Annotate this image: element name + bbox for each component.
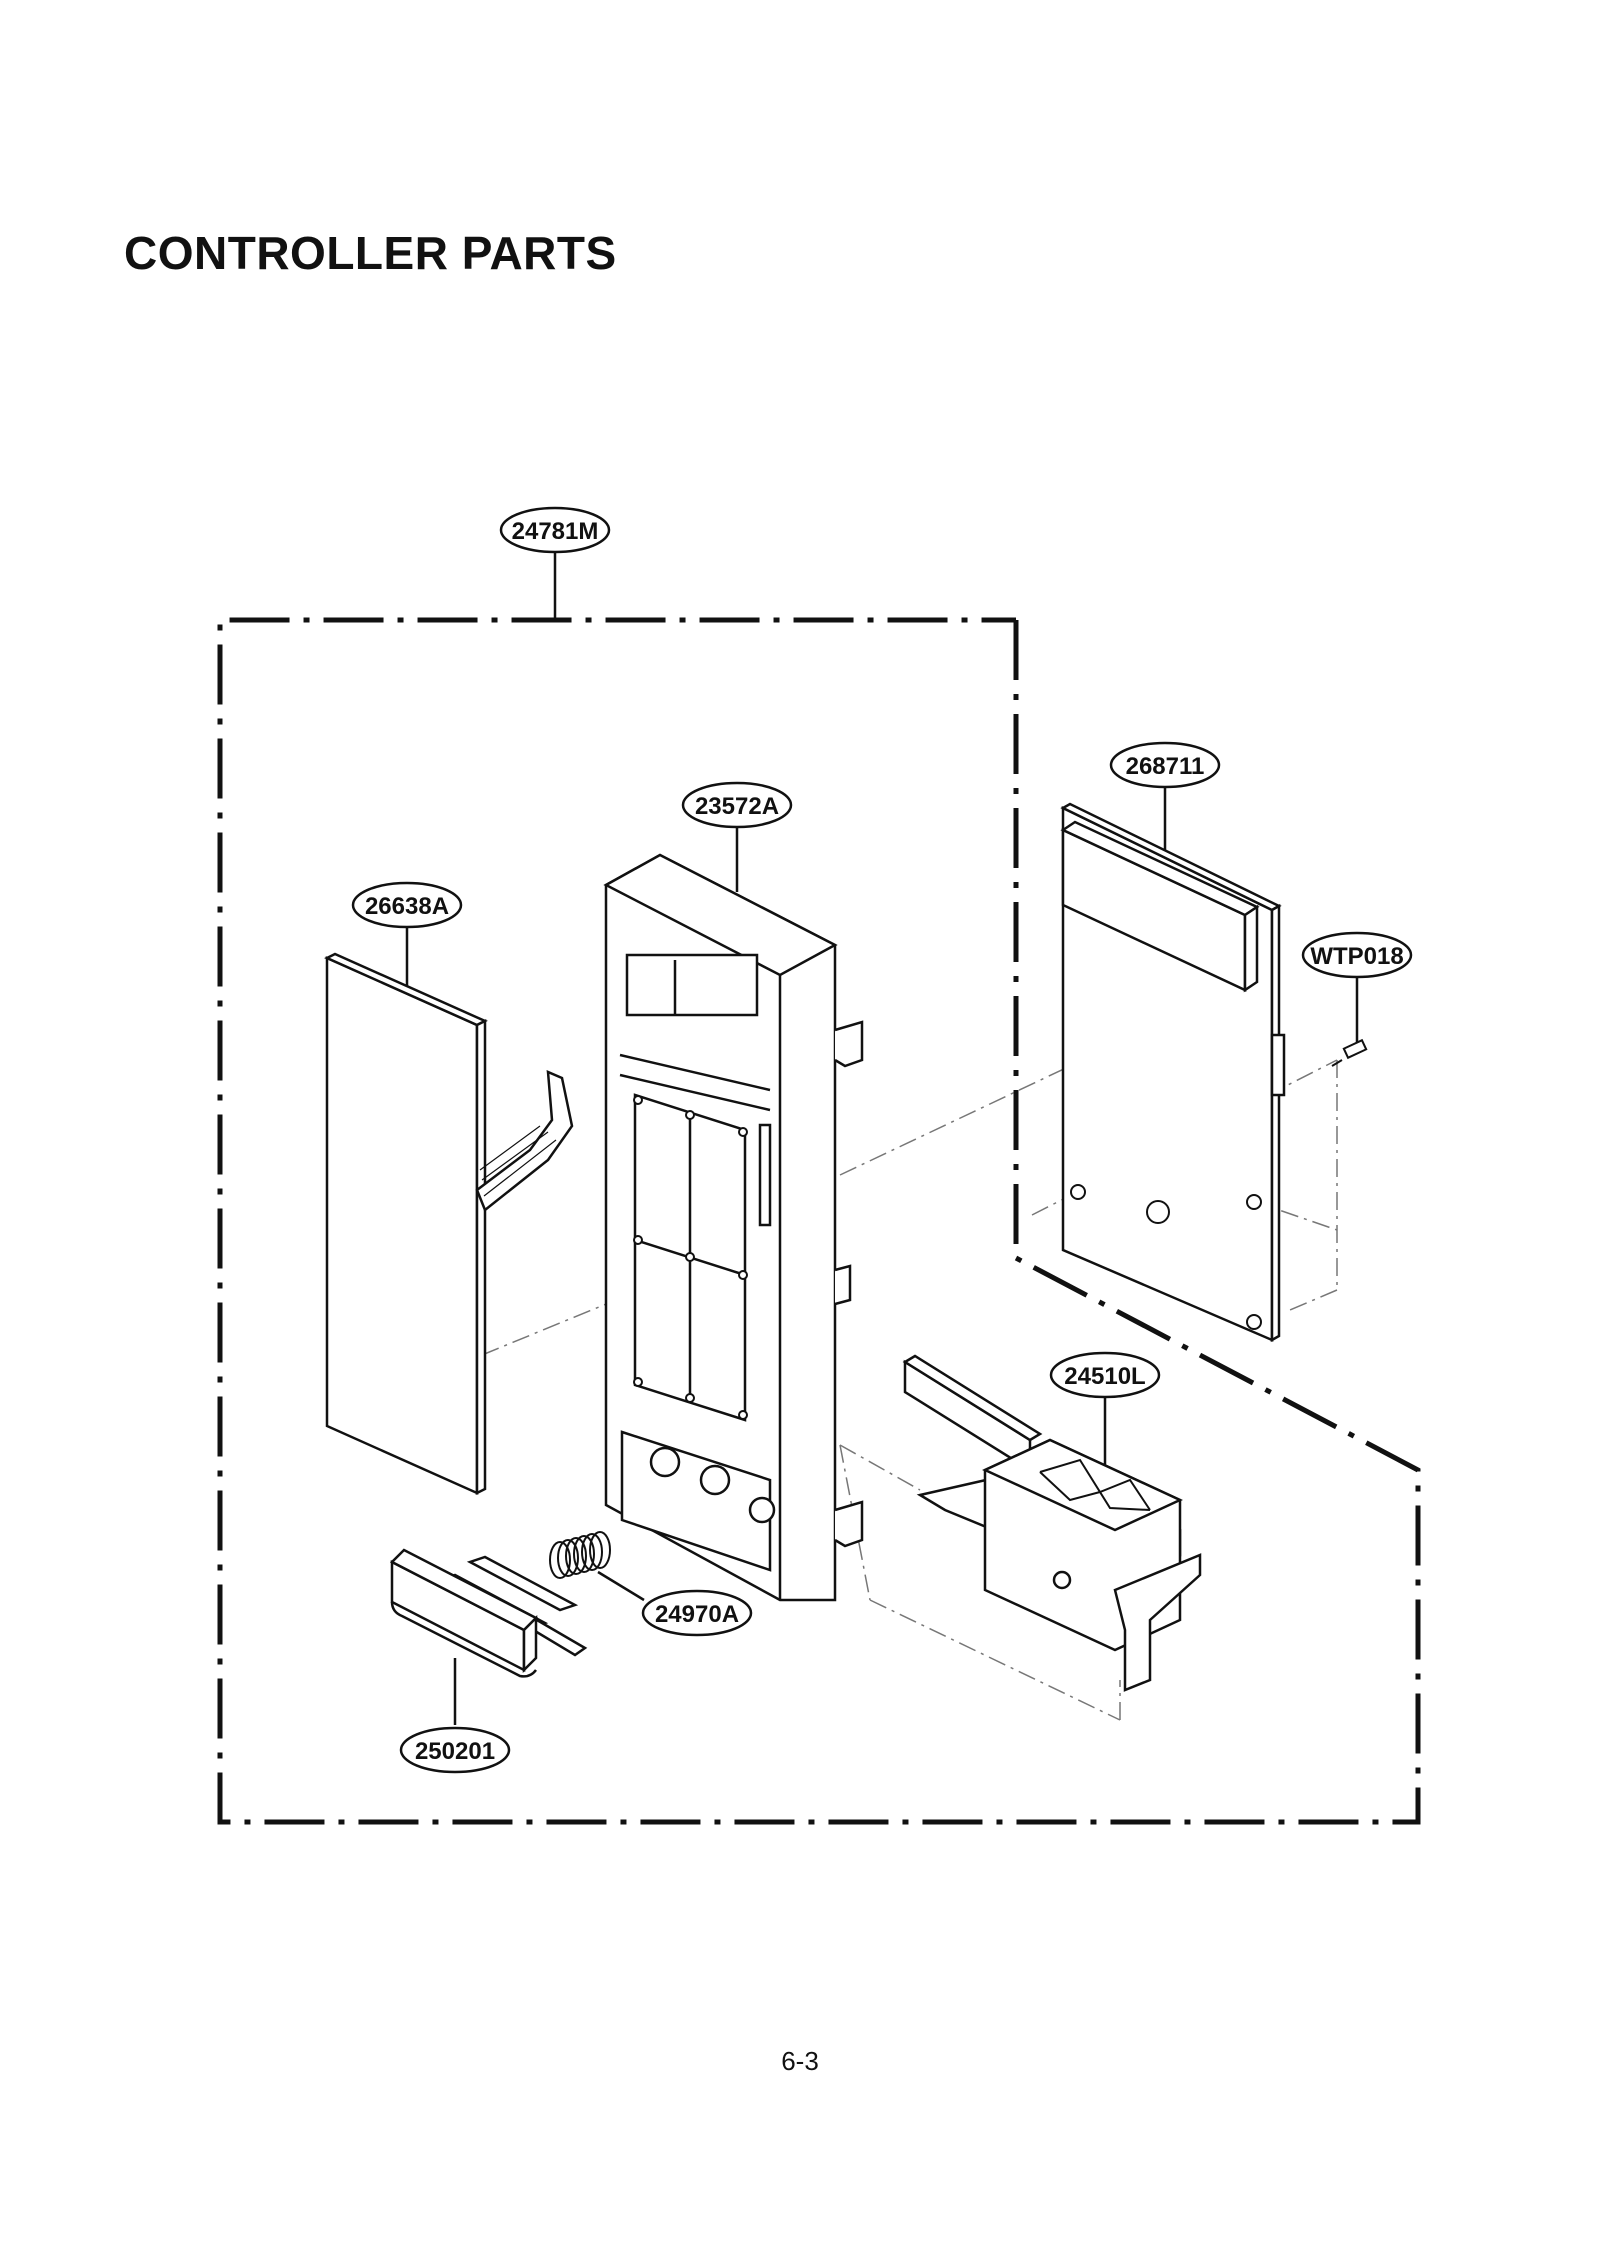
svg-text:24781M: 24781M (512, 518, 599, 545)
svg-text:24510L: 24510L (1064, 1363, 1145, 1390)
callout-250201: 250201 (399, 1726, 511, 1774)
screw-part (1331, 1038, 1368, 1067)
callout-24781m: 24781M (499, 506, 611, 554)
pcb-part (1060, 802, 1286, 1343)
spring-part (549, 1531, 611, 1579)
callout-24510l: 24510L (1049, 1351, 1161, 1399)
assembly-boundary (217, 617, 1421, 1825)
latch-lever-part (902, 1354, 1202, 1692)
page-number: 6-3 (781, 2046, 819, 2076)
svg-text:24970A: 24970A (655, 1601, 739, 1628)
callout-26638a: 26638A (351, 881, 463, 929)
page-title: CONTROLLER PARTS (124, 227, 617, 279)
push-button-part (389, 1548, 588, 1678)
svg-text:WTP018: WTP018 (1310, 943, 1403, 970)
svg-text:268711: 268711 (1126, 753, 1205, 780)
callout-24970a: 24970A (641, 1589, 753, 1637)
svg-text:250201: 250201 (415, 1738, 495, 1765)
svg-text:26638A: 26638A (365, 893, 449, 920)
callout-268711: 268711 (1109, 741, 1221, 789)
svg-text:23572A: 23572A (695, 793, 779, 820)
callout-23572a: 23572A (681, 781, 793, 829)
leader-lines (405, 552, 1359, 1725)
membrane-sheet-part (324, 952, 574, 1496)
callout-wtp018: WTP018 (1301, 931, 1413, 979)
control-panel-frame-part (603, 853, 864, 1602)
